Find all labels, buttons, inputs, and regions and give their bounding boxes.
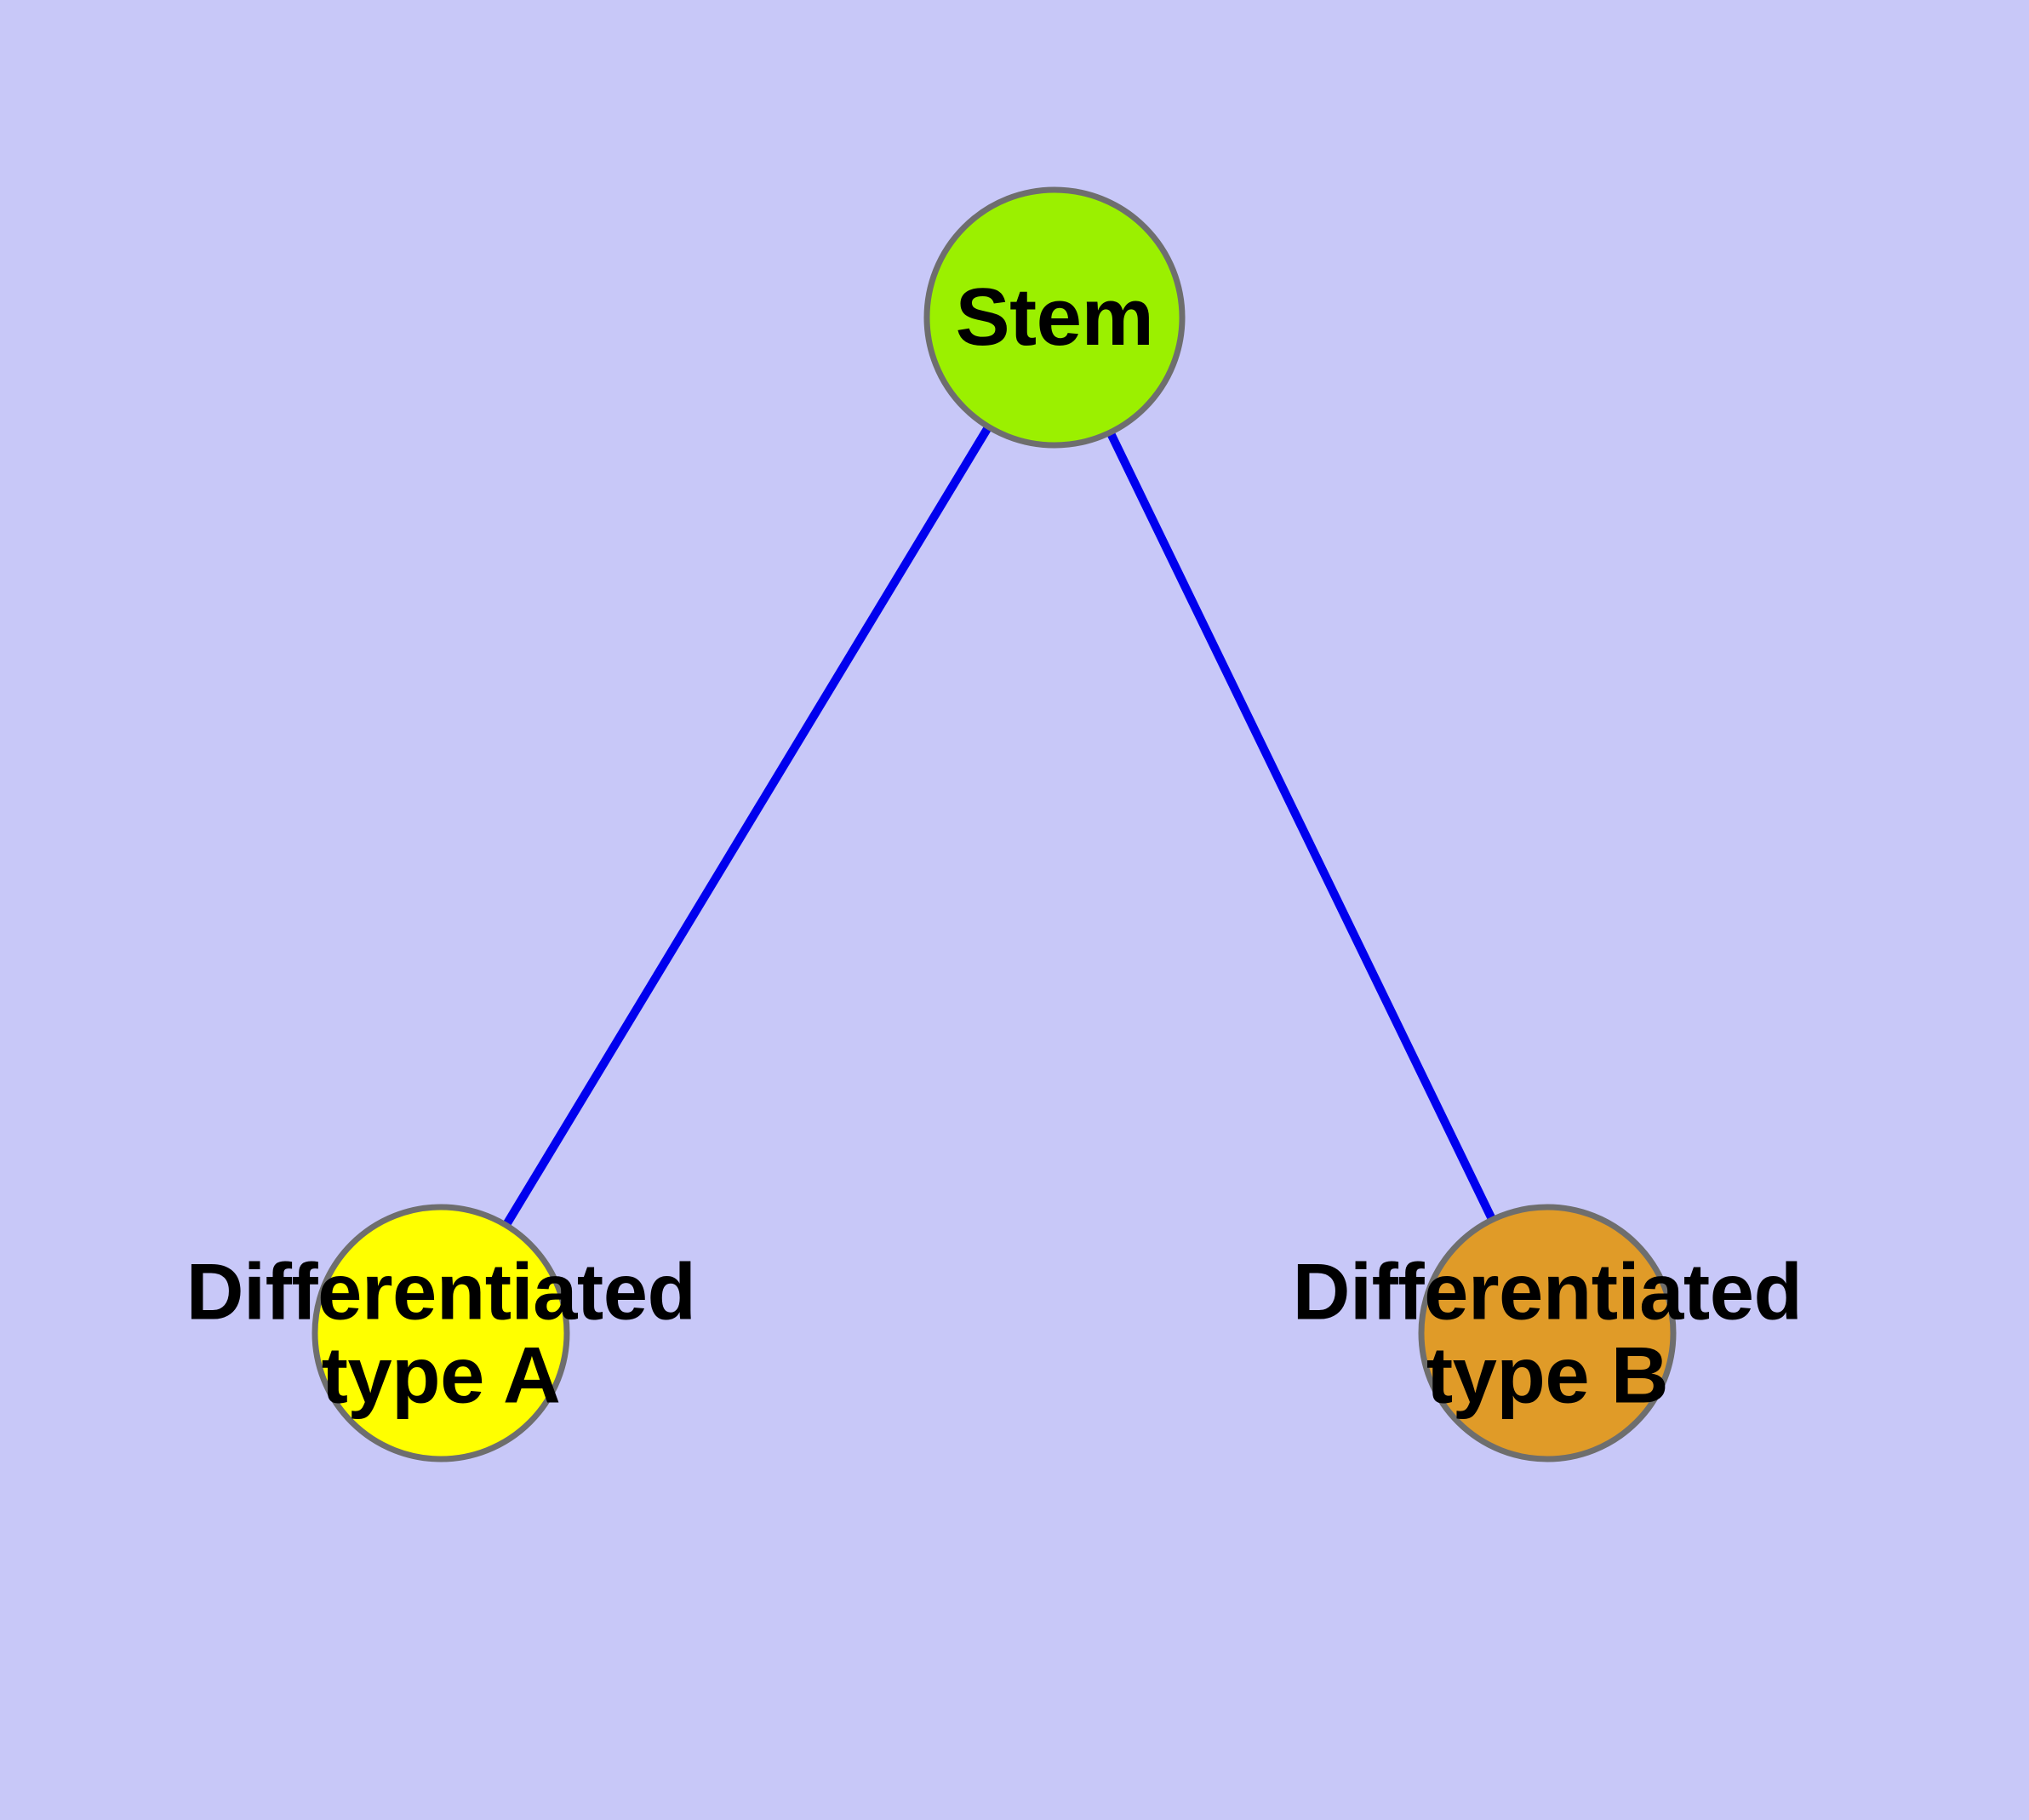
edge-stem-to-type-b: [1102, 415, 1497, 1228]
node-type-a[interactable]: [315, 1207, 567, 1459]
edge-stem-to-type-a: [500, 411, 997, 1234]
edge-layer: [500, 411, 1496, 1234]
node-layer: [315, 190, 1673, 1459]
node-type-b[interactable]: [1421, 1207, 1673, 1459]
node-stem[interactable]: [927, 190, 1182, 445]
